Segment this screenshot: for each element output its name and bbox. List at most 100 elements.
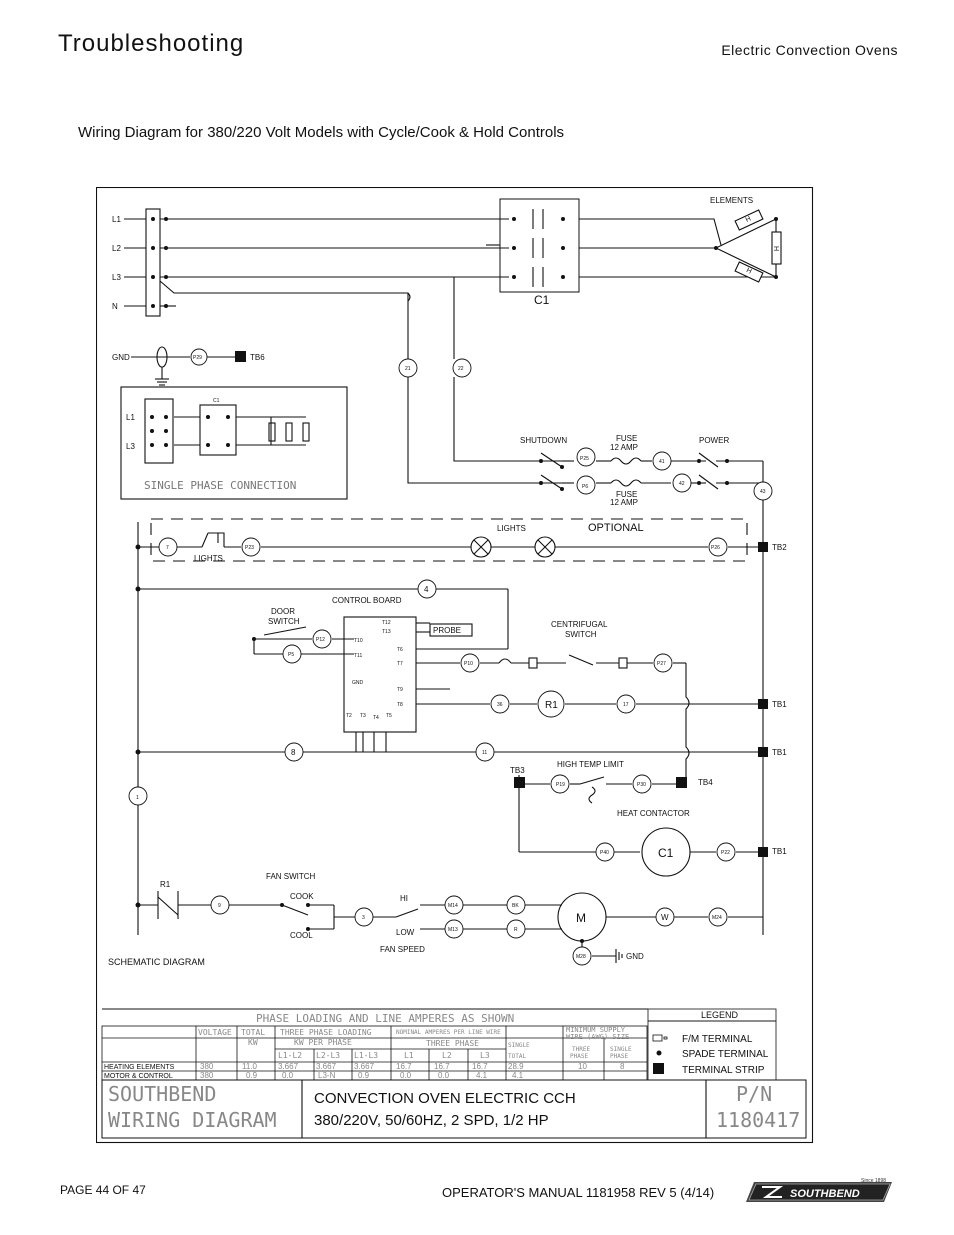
- cook-label: COOK: [290, 892, 314, 901]
- table-cell: 4.1: [512, 1071, 524, 1080]
- p19-label: P19: [556, 782, 565, 788]
- optional-label: OPTIONAL: [588, 522, 644, 534]
- contactor-c1: [499, 198, 580, 293]
- p10-label: P10: [464, 661, 473, 667]
- terminal-t8: T8: [397, 702, 403, 708]
- tb1-label: TB1: [772, 748, 787, 757]
- line-label-n: N: [112, 302, 118, 311]
- node-43: 43: [760, 489, 766, 495]
- centrifugal-switch-label: CENTRIFUGAL: [551, 620, 608, 629]
- table-col-wire-size: WIRE (AWG) SIZE: [566, 1033, 629, 1041]
- page-title: Troubleshooting: [58, 30, 245, 57]
- fuse-top-label: FUSE: [616, 434, 637, 443]
- table-cell: 16.7: [472, 1062, 488, 1071]
- tb1-label: TB1: [772, 847, 787, 856]
- diagram-subtitle: Wiring Diagram for 380/220 Volt Models w…: [78, 124, 565, 141]
- table-sub-header: L1: [404, 1051, 414, 1060]
- lights-bottom-label: LIGHTS: [194, 554, 223, 563]
- logo-z-icon: [762, 1186, 784, 1198]
- high-temp-limit-label: HIGH TEMP LIMIT: [557, 760, 624, 769]
- m28-label: M28: [576, 954, 586, 960]
- table-cell: 16.7: [396, 1062, 412, 1071]
- node-11: 11: [482, 750, 487, 756]
- terminal-strip-tb6: [235, 351, 246, 362]
- fuse-top-rating: 12 AMP: [610, 443, 638, 452]
- terminal-strip-tb3: [514, 777, 525, 788]
- single-phase-box: [120, 386, 348, 500]
- terminal-t3: T3: [360, 713, 366, 719]
- p29-label: P29: [193, 355, 202, 361]
- title-block: [101, 1079, 807, 1139]
- p12-label: P12: [316, 637, 325, 643]
- terminal-t5: T5: [386, 713, 392, 719]
- table-cell: 3.667: [354, 1062, 375, 1071]
- bk-label: BK: [512, 903, 519, 909]
- table-sub-header: L1-L2: [278, 1051, 302, 1060]
- line-label-l1: L1: [112, 215, 121, 224]
- power-label: POWER: [699, 436, 729, 445]
- optional-lights-box: [150, 518, 748, 562]
- m14-label: M14: [448, 903, 458, 909]
- table-col-voltage: VOLTAGE: [198, 1028, 232, 1037]
- terminal-t9: T9: [397, 687, 403, 693]
- table-sub-header: SINGLE: [610, 1046, 632, 1053]
- fuse-bottom-label: FUSE: [616, 490, 637, 499]
- table-col-three-phase-amps: THREE PHASE: [426, 1039, 479, 1048]
- p6-label: P6: [582, 484, 588, 490]
- heater-label: H: [745, 216, 753, 224]
- door-switch-label: DOOR: [271, 607, 295, 616]
- heater-elements: [714, 209, 782, 283]
- terminal-strip-tb4: [676, 777, 687, 788]
- p22-label: P22: [721, 850, 730, 856]
- coil-c1-label: C1: [658, 846, 674, 860]
- table-cell: L3-N: [318, 1071, 336, 1080]
- legend-fm-terminal: F/M TERMINAL: [682, 1034, 753, 1045]
- node-r: R: [514, 927, 518, 933]
- single-phase-l3: L3: [126, 442, 135, 451]
- table-sub-header: L1-L3: [354, 1051, 378, 1060]
- table-cell: 3.667: [316, 1062, 337, 1071]
- elements-label: ELEMENTS: [710, 196, 753, 205]
- node-3: 3: [362, 915, 365, 921]
- contactor-contacts: [532, 209, 544, 287]
- table-cell: 0.0: [438, 1071, 450, 1080]
- terminal-t7: T7: [397, 661, 403, 667]
- probe-box: [429, 623, 473, 637]
- p5-label: P5: [288, 652, 294, 658]
- wiring-diagram: L1 L2 L3 N ELEMENTS H H H C1 GND P29 TB6…: [96, 187, 814, 1144]
- w-label: W: [661, 913, 669, 922]
- node-21: 21: [405, 366, 411, 372]
- low-label: LOW: [396, 928, 415, 937]
- p26-label: P26: [711, 545, 720, 551]
- title-block-spec: 380/220V, 50/60HZ, 2 SPD, 1/2 HP: [314, 1112, 549, 1129]
- title-block-pn-label: P/N: [736, 1082, 772, 1106]
- logo-since: Since 1898: [861, 1178, 886, 1184]
- legend-terminal-strip: TERMINAL STRIP: [682, 1065, 765, 1076]
- gnd-label: GND: [112, 353, 130, 362]
- node-22: 22: [458, 366, 464, 372]
- heater-label: H: [745, 267, 753, 275]
- single-phase-l1: L1: [126, 413, 135, 422]
- tb1-label: TB1: [772, 700, 787, 709]
- table-row-label: MOTOR & CONTROL: [104, 1073, 173, 1080]
- shutdown-label: SHUTDOWN: [520, 436, 567, 445]
- schematic-label: SCHEMATIC DIAGRAM: [108, 957, 205, 967]
- terminal-t6: T6: [397, 647, 403, 653]
- cool-label: COOL: [290, 931, 313, 940]
- node-8: 8: [291, 748, 296, 757]
- logo-text: SOUTHBEND: [790, 1188, 860, 1200]
- table-sub-header: L2-L3: [316, 1051, 340, 1060]
- probe-label: PROBE: [433, 626, 461, 635]
- motor-label: M: [576, 911, 586, 925]
- board-gnd-label: GND: [352, 680, 364, 686]
- single-phase-c1: C1: [213, 398, 220, 404]
- contactor-label: C1: [534, 293, 550, 307]
- r1-contact-label: R1: [160, 880, 171, 889]
- hi-label: HI: [400, 894, 408, 903]
- table-heading: PHASE LOADING AND LINE AMPERES AS SHOWN: [256, 1012, 514, 1025]
- fan-switch-label: FAN SWITCH: [266, 872, 316, 881]
- power-terminal-block: [145, 208, 161, 317]
- table-cell: 380: [200, 1062, 214, 1071]
- table-cell: 28.9: [508, 1062, 524, 1071]
- table-sub-header: PHASE: [570, 1053, 588, 1060]
